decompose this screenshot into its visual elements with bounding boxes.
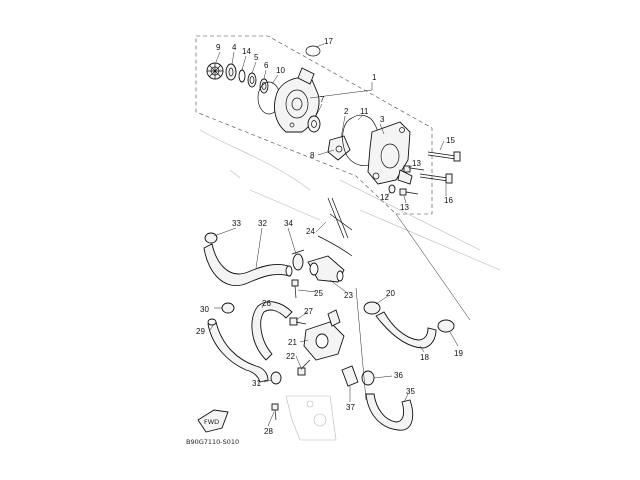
assembly-leader-lines bbox=[355, 213, 471, 401]
callout-12: 12 bbox=[380, 193, 389, 202]
callout-3: 3 bbox=[380, 115, 385, 124]
callout-31: 31 bbox=[252, 379, 261, 388]
bearing bbox=[259, 78, 269, 94]
callout-19: 19 bbox=[454, 349, 463, 358]
diagram-code: B90G7110-S010 bbox=[186, 438, 239, 446]
callout-2: 2 bbox=[344, 107, 349, 116]
bolt-13a bbox=[403, 165, 425, 173]
callout-26: 26 bbox=[262, 299, 271, 308]
callout-13b: 13 bbox=[400, 203, 409, 212]
washer-12 bbox=[388, 184, 396, 194]
callout-34: 34 bbox=[284, 219, 293, 228]
callout-36: 36 bbox=[394, 371, 403, 380]
bolt-15 bbox=[427, 151, 461, 162]
bolt-28 bbox=[271, 403, 279, 421]
callout-25: 25 bbox=[314, 289, 323, 298]
callout-6: 6 bbox=[264, 61, 269, 70]
washer bbox=[238, 69, 246, 83]
callout-5: 5 bbox=[254, 53, 259, 62]
callout-22: 22 bbox=[286, 352, 295, 361]
coolant-hose-26 bbox=[251, 301, 293, 361]
callout-13a: 13 bbox=[412, 159, 421, 168]
callout-27: 27 bbox=[304, 307, 313, 316]
coolant-hose-29 bbox=[207, 318, 269, 383]
hose-clamp-30 bbox=[221, 302, 235, 314]
hose-clamp-19 bbox=[437, 319, 455, 333]
callout-leader-lines bbox=[209, 43, 459, 427]
forward-direction-badge: FWD bbox=[197, 409, 229, 433]
engine-block-outline bbox=[285, 395, 337, 441]
bolt-16 bbox=[419, 173, 453, 184]
callout-8: 8 bbox=[310, 151, 315, 160]
forward-direction-label: FWD bbox=[204, 418, 219, 426]
coolant-hose-35 bbox=[365, 393, 414, 431]
thermostat-joint bbox=[307, 255, 345, 283]
bolt-27 bbox=[289, 317, 307, 326]
callout-10: 10 bbox=[276, 66, 285, 75]
callout-32: 32 bbox=[258, 219, 267, 228]
callout-15: 15 bbox=[446, 136, 455, 145]
water-pipe-joint-21 bbox=[303, 309, 345, 361]
callout-7: 7 bbox=[320, 95, 325, 104]
impeller bbox=[206, 62, 224, 80]
callout-18: 18 bbox=[420, 353, 429, 362]
radiator-hose-32 bbox=[203, 243, 293, 286]
water-pump-cover bbox=[367, 121, 413, 185]
mechanical-seal bbox=[225, 63, 237, 81]
callout-1: 1 bbox=[372, 73, 377, 82]
bolt-25 bbox=[291, 279, 299, 299]
o-ring-small bbox=[305, 45, 321, 57]
callout-37: 37 bbox=[346, 403, 355, 412]
bolt-22 bbox=[297, 359, 311, 376]
hose-clamp-34 bbox=[291, 249, 305, 271]
callout-16: 16 bbox=[444, 196, 453, 205]
hose-clip-24 bbox=[317, 197, 353, 257]
pump-shaft bbox=[307, 115, 321, 133]
callout-24: 24 bbox=[306, 227, 315, 236]
callout-17: 17 bbox=[324, 37, 333, 46]
callout-28: 28 bbox=[264, 427, 273, 436]
water-pump-housing bbox=[274, 67, 320, 133]
callout-29: 29 bbox=[196, 327, 205, 336]
water-pump-assembly-boundary bbox=[195, 35, 433, 215]
callout-23: 23 bbox=[344, 291, 353, 300]
callout-9: 9 bbox=[216, 43, 221, 52]
background-frame-lines bbox=[199, 129, 501, 271]
impeller-cover bbox=[327, 135, 351, 161]
hose-clamp-20 bbox=[363, 301, 381, 315]
callout-35: 35 bbox=[406, 387, 415, 396]
hose-clamp-33 bbox=[204, 232, 218, 244]
callout-11: 11 bbox=[360, 107, 369, 116]
radiator-hose-18 bbox=[375, 311, 437, 349]
hose-37 bbox=[341, 365, 359, 387]
bolt-13b bbox=[399, 188, 419, 196]
water-pump-parts bbox=[206, 45, 461, 196]
callout-labels: 1 2 3 4 5 6 7 8 9 10 11 12 13 13 14 15 1… bbox=[196, 37, 463, 436]
oil-seal bbox=[247, 72, 257, 88]
callout-30: 30 bbox=[200, 305, 209, 314]
callout-14: 14 bbox=[242, 47, 251, 56]
callout-21: 21 bbox=[288, 338, 297, 347]
callout-20: 20 bbox=[386, 289, 395, 298]
callout-33: 33 bbox=[232, 219, 241, 228]
hose-clamp-31 bbox=[270, 371, 282, 385]
callout-4: 4 bbox=[232, 43, 237, 52]
